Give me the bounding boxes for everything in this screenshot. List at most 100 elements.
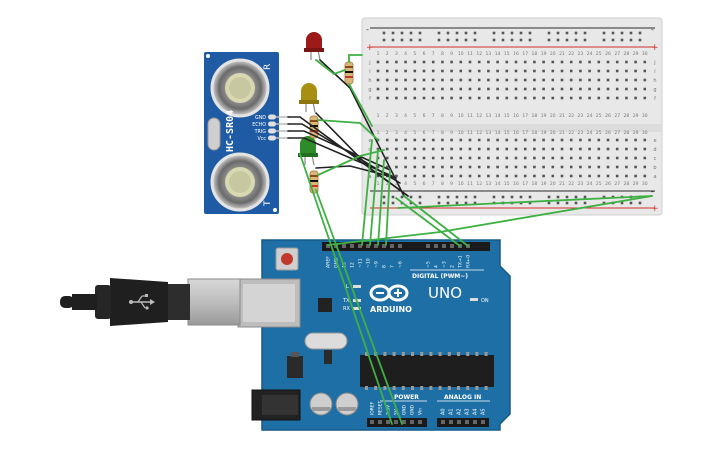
analog-pin[interactable] <box>441 420 445 424</box>
breadboard-hole[interactable] <box>615 147 619 151</box>
breadboard-hole[interactable] <box>588 174 591 178</box>
rail-hole[interactable] <box>556 195 560 199</box>
breadboard-hole[interactable] <box>468 174 472 178</box>
sensor-pin[interactable] <box>268 121 276 127</box>
breadboard-hole[interactable] <box>496 78 499 82</box>
breadboard-hole[interactable] <box>597 165 601 169</box>
breadboard-hole[interactable] <box>615 138 619 142</box>
breadboard-hole[interactable] <box>551 69 555 73</box>
breadboard-hole[interactable] <box>551 156 555 160</box>
breadboard-hole[interactable] <box>533 87 536 91</box>
breadboard-hole[interactable] <box>431 147 435 151</box>
yellow-led[interactable] <box>299 83 319 113</box>
rail-hole[interactable] <box>547 201 551 205</box>
rail-hole[interactable] <box>400 195 404 199</box>
header-pin[interactable] <box>442 244 446 248</box>
rail-hole[interactable] <box>519 38 523 42</box>
breadboard-hole[interactable] <box>597 60 601 64</box>
breadboard-hole[interactable] <box>625 147 628 151</box>
rail-hole[interactable] <box>409 31 413 35</box>
rail-hole[interactable] <box>638 201 642 205</box>
breadboard-hole[interactable] <box>514 78 518 82</box>
rail-hole[interactable] <box>409 195 413 199</box>
breadboard-hole[interactable] <box>505 174 509 178</box>
breadboard-hole[interactable] <box>395 156 398 160</box>
breadboard-hole[interactable] <box>477 165 481 169</box>
rail-hole[interactable] <box>510 31 514 35</box>
breadboard-hole[interactable] <box>533 156 536 160</box>
breadboard-hole[interactable] <box>523 165 527 169</box>
breadboard-hole[interactable] <box>643 96 647 100</box>
breadboard-hole[interactable] <box>606 69 610 73</box>
breadboard-hole[interactable] <box>542 69 545 73</box>
breadboard-hole[interactable] <box>450 156 453 160</box>
breadboard-hole[interactable] <box>450 174 453 178</box>
breadboard-hole[interactable] <box>514 147 518 151</box>
breadboard-hole[interactable] <box>450 138 453 142</box>
rail-hole[interactable] <box>382 38 386 42</box>
breadboard-hole[interactable] <box>533 138 536 142</box>
breadboard-hole[interactable] <box>533 78 536 82</box>
breadboard-hole[interactable] <box>487 87 490 91</box>
breadboard-hole[interactable] <box>505 87 509 91</box>
breadboard-hole[interactable] <box>579 69 582 73</box>
breadboard-hole[interactable] <box>643 165 647 169</box>
breadboard-hole[interactable] <box>615 60 619 64</box>
breadboard-hole[interactable] <box>514 174 518 178</box>
breadboard-hole[interactable] <box>422 138 426 142</box>
breadboard-hole[interactable] <box>487 174 490 178</box>
breadboard-hole[interactable] <box>441 60 444 64</box>
rail-hole[interactable] <box>501 195 505 199</box>
header-pin[interactable] <box>390 244 394 248</box>
breadboard-hole[interactable] <box>643 78 647 82</box>
breadboard-hole[interactable] <box>551 147 555 151</box>
breadboard-hole[interactable] <box>477 60 481 64</box>
breadboard-hole[interactable] <box>606 165 610 169</box>
breadboard-hole[interactable] <box>625 165 628 169</box>
breadboard-hole[interactable] <box>487 78 490 82</box>
breadboard-hole[interactable] <box>404 78 407 82</box>
rail-hole[interactable] <box>528 195 532 199</box>
breadboard-hole[interactable] <box>579 60 582 64</box>
header-pin[interactable] <box>374 244 378 248</box>
breadboard-hole[interactable] <box>625 60 628 64</box>
breadboard-hole[interactable] <box>579 96 582 100</box>
breadboard-hole[interactable] <box>385 156 389 160</box>
rail-hole[interactable] <box>519 195 523 199</box>
power-pin[interactable] <box>394 420 398 424</box>
rail-hole[interactable] <box>455 38 459 42</box>
breadboard-hole[interactable] <box>404 156 407 160</box>
breadboard-hole[interactable] <box>468 69 472 73</box>
rail-hole[interactable] <box>409 38 413 42</box>
breadboard-hole[interactable] <box>569 174 573 178</box>
breadboard-hole[interactable] <box>505 156 509 160</box>
breadboard-hole[interactable] <box>450 165 453 169</box>
rail-hole[interactable] <box>519 31 523 35</box>
breadboard-hole[interactable] <box>395 147 398 151</box>
breadboard-hole[interactable] <box>551 165 555 169</box>
breadboard-hole[interactable] <box>615 78 619 82</box>
breadboard-hole[interactable] <box>376 174 380 178</box>
breadboard-hole[interactable] <box>625 174 628 178</box>
breadboard-hole[interactable] <box>385 147 389 151</box>
breadboard-hole[interactable] <box>643 156 647 160</box>
breadboard-hole[interactable] <box>459 174 463 178</box>
rail-hole[interactable] <box>501 38 505 42</box>
breadboard-hole[interactable] <box>533 165 536 169</box>
rail-hole[interactable] <box>602 195 606 199</box>
breadboard-hole[interactable] <box>533 147 536 151</box>
breadboard-hole[interactable] <box>441 138 444 142</box>
rail-hole[interactable] <box>565 195 569 199</box>
breadboard-hole[interactable] <box>422 60 426 64</box>
rail-hole[interactable] <box>464 195 468 199</box>
breadboard-hole[interactable] <box>450 78 453 82</box>
sensor-pin[interactable] <box>268 128 276 134</box>
breadboard-hole[interactable] <box>413 174 417 178</box>
rail-hole[interactable] <box>391 195 395 199</box>
breadboard-hole[interactable] <box>542 147 545 151</box>
breadboard-hole[interactable] <box>514 69 518 73</box>
breadboard-hole[interactable] <box>496 96 499 100</box>
rail-hole[interactable] <box>611 38 615 42</box>
breadboard-hole[interactable] <box>431 138 435 142</box>
rail-hole[interactable] <box>574 195 578 199</box>
